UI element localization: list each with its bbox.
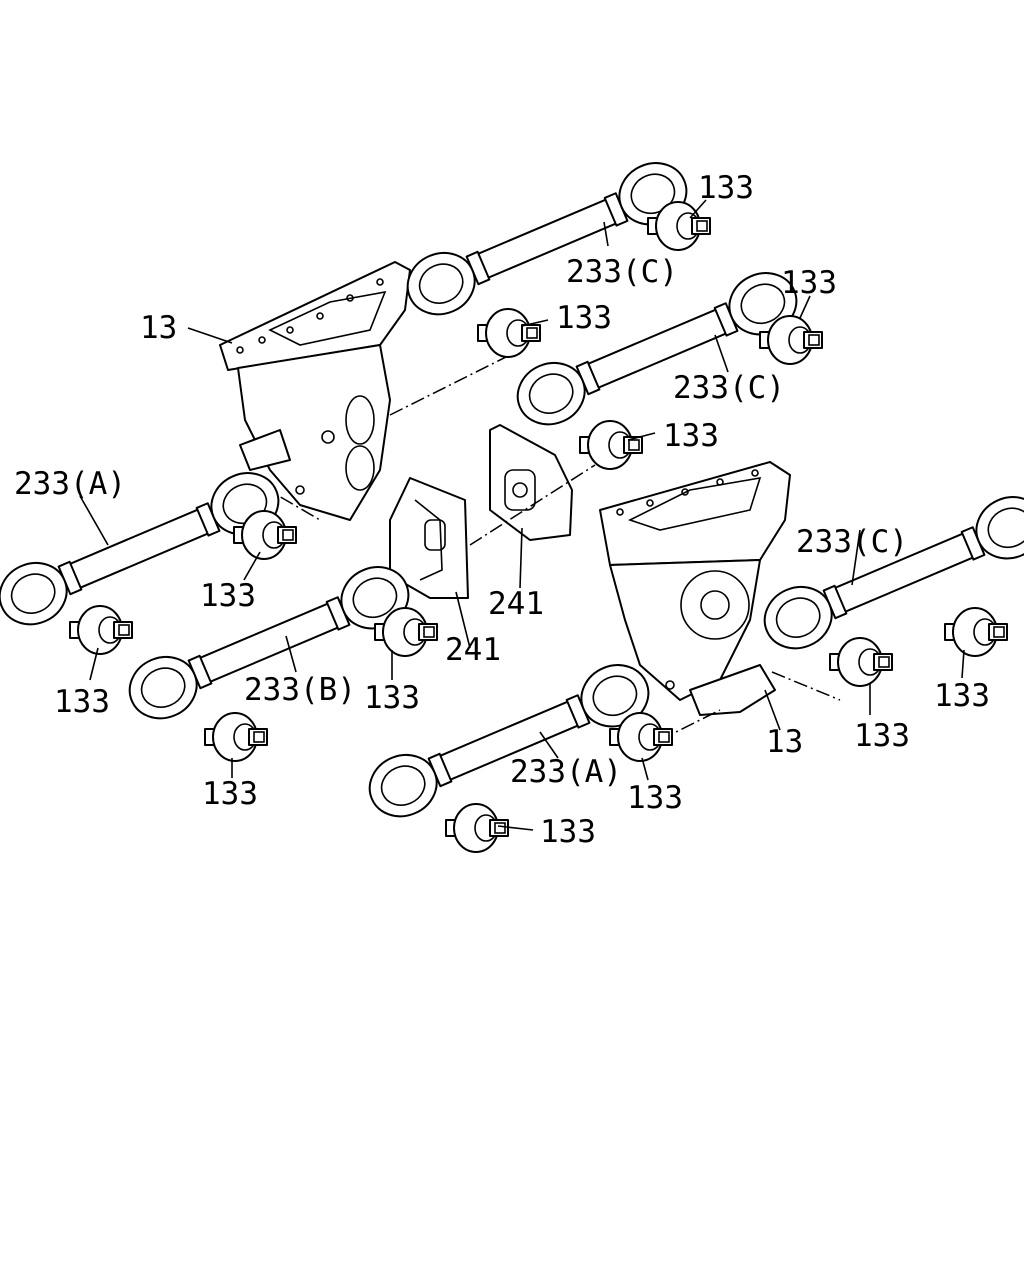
bushing bbox=[204, 712, 268, 762]
bushing bbox=[829, 637, 893, 687]
bushing bbox=[477, 308, 541, 358]
label-bushing: 133 bbox=[934, 678, 990, 714]
label-arm-c: 233(C) bbox=[796, 524, 908, 560]
part-labels: 13 233(C) 233(C) 233(C) 233(A) 233(B) 23… bbox=[14, 170, 990, 850]
leader-lines bbox=[79, 199, 965, 831]
label-plate: 241 bbox=[445, 632, 501, 668]
label-bushing: 133 bbox=[698, 170, 754, 206]
bracket-left bbox=[219, 261, 411, 521]
bushing bbox=[579, 420, 643, 470]
bushing bbox=[445, 803, 509, 853]
label-bushing: 133 bbox=[364, 680, 420, 716]
label-bushing: 133 bbox=[781, 265, 837, 301]
label-bushing: 133 bbox=[854, 718, 910, 754]
label-bushing: 133 bbox=[54, 684, 110, 720]
label-bracket: 13 bbox=[766, 724, 803, 760]
label-arm-c: 233(C) bbox=[566, 254, 678, 290]
label-bushing: 133 bbox=[663, 418, 719, 454]
label-bracket: 13 bbox=[140, 310, 177, 346]
label-bushing: 133 bbox=[556, 300, 612, 336]
bushing bbox=[944, 607, 1008, 657]
bushing bbox=[69, 605, 133, 655]
label-bushing: 133 bbox=[200, 578, 256, 614]
label-bushing: 133 bbox=[202, 776, 258, 812]
plate-right bbox=[489, 424, 573, 541]
label-arm-a: 233(A) bbox=[14, 466, 126, 502]
label-arm-a: 233(A) bbox=[510, 754, 622, 790]
label-arm-b: 233(B) bbox=[244, 672, 356, 708]
label-arm-c: 233(C) bbox=[673, 370, 785, 406]
label-plate: 241 bbox=[488, 586, 544, 622]
label-bushing: 133 bbox=[540, 814, 596, 850]
label-bushing: 133 bbox=[627, 780, 683, 816]
bracket-right bbox=[599, 461, 791, 716]
arm-c-top bbox=[397, 151, 697, 326]
